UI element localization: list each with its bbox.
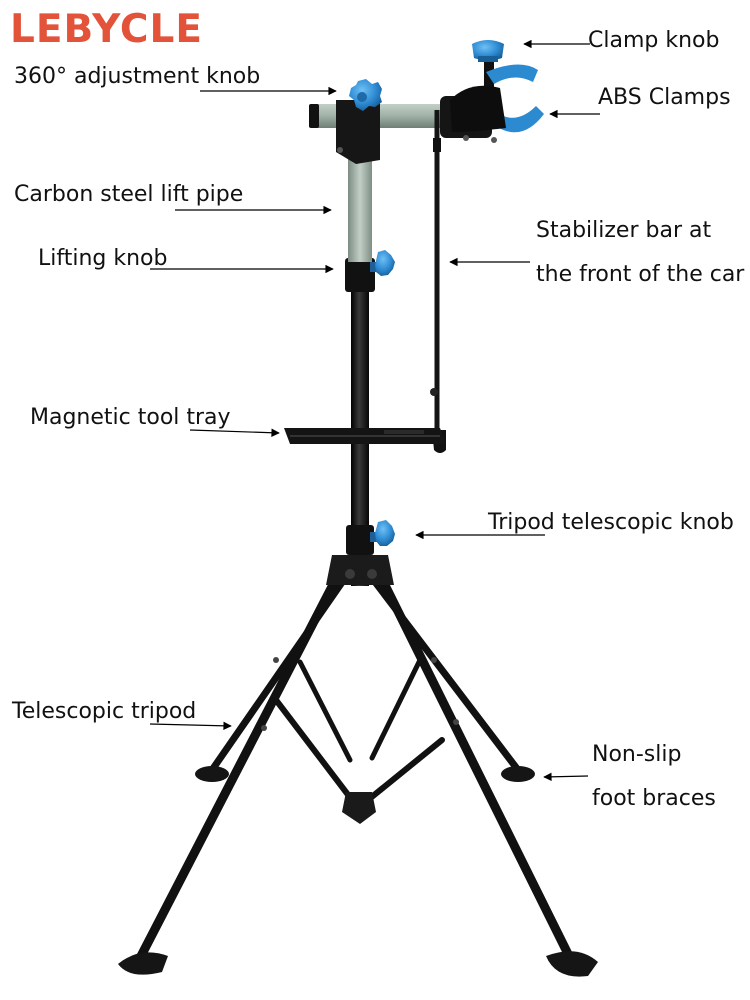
clamp-knob-icon [472, 40, 504, 62]
label-telescopic-tripod: Telescopic tripod [12, 699, 197, 724]
right-front-leg [375, 570, 575, 963]
stabilizer-bar [430, 110, 446, 453]
carbon-steel-lift-pipe [348, 150, 372, 262]
foot-braces [118, 766, 598, 977]
upper-abs-jaw [486, 64, 538, 84]
foot-rear-right [501, 766, 535, 782]
label-lift-pipe: Carbon steel lift pipe [14, 182, 244, 207]
adjustment-knob-icon [349, 79, 382, 111]
foot-front-right [546, 951, 598, 977]
left-rear-leg [208, 574, 349, 774]
bottom-hinge [342, 792, 376, 824]
left-brace [273, 697, 355, 803]
foot-front-left [118, 952, 168, 975]
left-rear-brace [297, 659, 353, 763]
arrow-icon [149, 721, 232, 731]
label-lifting-knob: Lifting knob [38, 246, 168, 271]
label-adjustment-knob: 360° adjustment knob [14, 64, 261, 89]
right-rear-brace [369, 657, 423, 761]
magnetic-tool-tray [284, 428, 446, 444]
label-tool-tray: Magnetic tool tray [30, 405, 231, 430]
arrow-icon [189, 428, 280, 437]
label-clamp-knob: Clamp knob [588, 28, 720, 53]
lifting-knob-icon [370, 250, 395, 276]
right-brace [365, 737, 445, 803]
label-abs-clamps: ABS Clamps [598, 85, 731, 110]
foot-rear-left [195, 766, 229, 782]
brand-logo: LEBYCLE [10, 7, 204, 52]
tripod-knob-icon [370, 520, 395, 546]
label-tripod-knob: Tripod telescopic knob [488, 510, 734, 535]
clamp-head [440, 40, 544, 143]
leg-rivets [261, 657, 459, 731]
tripod-collar [346, 525, 374, 555]
label-foot-braces-line1: Non-slip [592, 742, 682, 767]
label-foot-braces-line2: foot braces [592, 786, 716, 811]
arrow-icon [543, 772, 589, 782]
top-joint [336, 100, 380, 164]
label-stabilizer-bar-line1: Stabilizer bar at [536, 218, 712, 243]
tripod-hub [326, 555, 394, 585]
tripod-legs [135, 570, 575, 963]
label-stabilizer-bar-line2: the front of the car [536, 262, 745, 287]
lifting-collar [345, 258, 375, 292]
callout-arrows [149, 39, 600, 782]
right-rear-leg [368, 574, 522, 774]
